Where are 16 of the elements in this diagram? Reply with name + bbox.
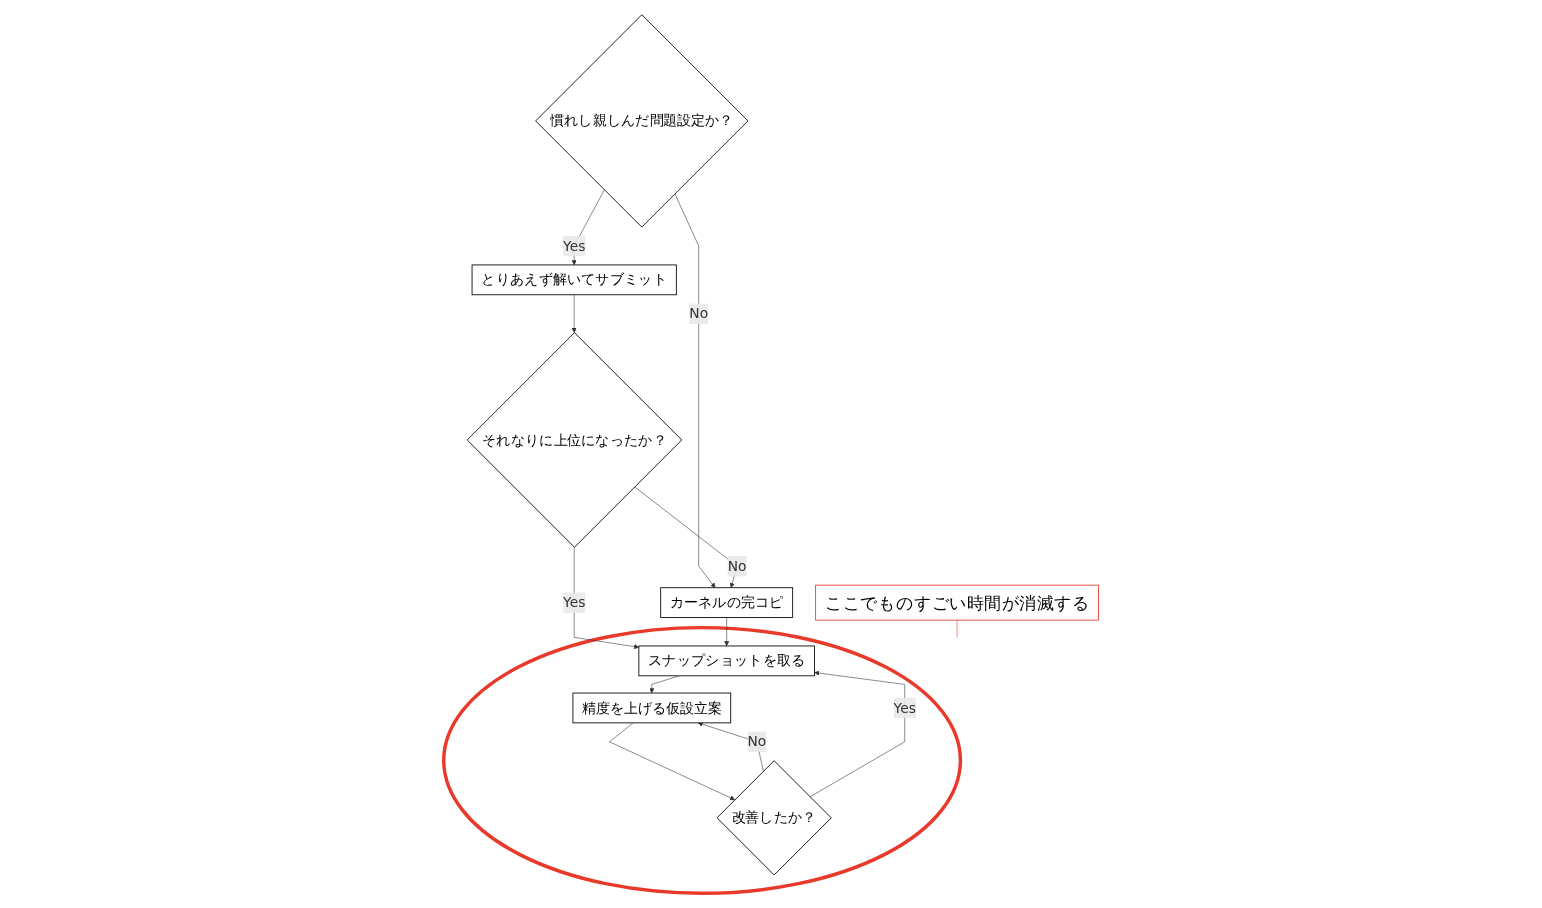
cluster	[441, 625, 962, 895]
node-diamond: 慣れし親しんだ問題設定か？	[535, 14, 749, 228]
node-box: とりあえず解いてサブミット	[471, 264, 677, 296]
edge-label: Yes	[562, 594, 586, 611]
edge-label: Yes	[562, 237, 586, 255]
edge-label: No	[747, 733, 767, 750]
connector	[956, 619, 958, 638]
node-diamond: 改善したか？	[716, 760, 832, 876]
node-box: 精度を上げる仮設立案	[572, 692, 731, 724]
edge-label: No	[689, 305, 708, 322]
node-box: スナップショットを取る	[638, 645, 815, 677]
edge-label: Yes	[893, 699, 916, 716]
node-diamond: それなりに上位になったか？	[466, 332, 683, 548]
edge-label: No	[727, 558, 747, 575]
node-box: カーネルの完コピ	[660, 587, 793, 618]
node-box: ここでものすごい時間が消滅する	[815, 584, 1099, 621]
